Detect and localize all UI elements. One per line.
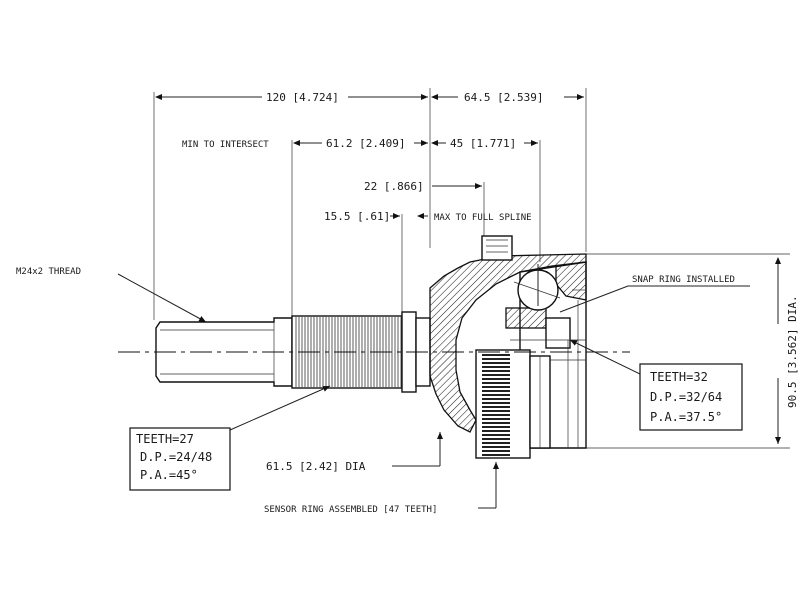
sensor-ring-callout: SENSOR RING ASSEMBLED [47 TEETH] [264,505,437,515]
dim-90-5-dia: 90.5 [3.562] DIA. [786,295,799,408]
leader-lines [117,273,750,431]
thread-callout: M24x2 THREAD [16,267,81,277]
dim-61-2: 61.2 [2.409] [326,137,405,150]
max-full-spline-label: MAX TO FULL SPLINE [434,213,532,223]
dim-120: 120 [4.724] [266,91,339,104]
spec-right-teeth: TEETH=32 [650,370,708,384]
sensor-ring [475,349,551,459]
spec-right-pa: P.A.=37.5° [650,410,722,424]
dim-22: 22 [.866] [364,180,424,193]
sensor-ring-teeth [482,354,510,456]
spec-right-dp: D.P.=32/64 [650,390,722,404]
spec-box-right: TEETH=32 D.P.=32/64 P.A.=37.5° [639,363,743,431]
spec-left-teeth: TEETH=27 [136,432,194,446]
outer-race [429,235,587,433]
dim-45: 45 [1.771] [450,137,516,150]
dimension-text: 120 [4.724] 64.5 [2.539] MIN TO INTERSEC… [16,91,799,515]
dim-15-5: 15.5 [.61] [324,210,390,223]
dim-64-5: 64.5 [2.539] [464,91,543,104]
spec-left-pa: P.A.=45° [140,468,198,482]
extension-lines [153,88,790,449]
spec-box-left: TEETH=27 D.P.=24/48 P.A.=45° [129,427,231,491]
spec-left-dp: D.P.=24/48 [140,450,212,464]
dimension-lines [155,94,781,509]
snap-ring-callout: SNAP RING INSTALLED [632,275,735,285]
min-to-intersect-label: MIN TO INTERSECT [182,140,269,150]
dim-61-5-dia: 61.5 [2.42] DIA [266,460,366,473]
